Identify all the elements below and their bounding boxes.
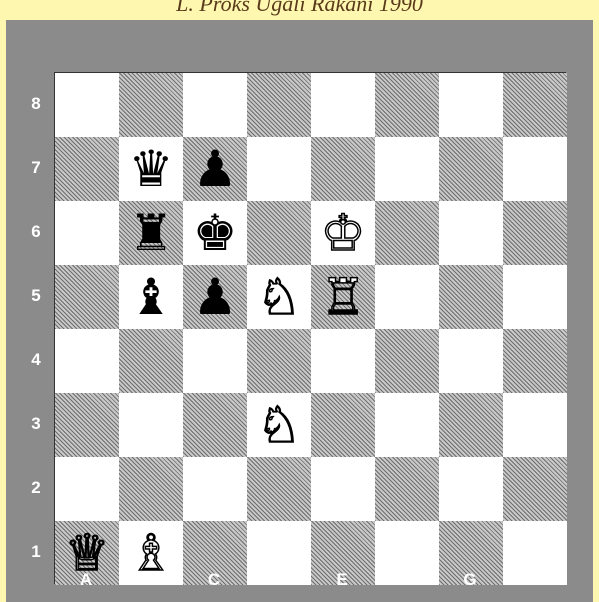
square-d3[interactable]: ♘ [247,393,311,457]
square-f6[interactable] [375,201,439,265]
square-a6[interactable] [55,201,119,265]
black-bishop-icon[interactable]: ♝ [119,265,183,329]
square-f8[interactable] [375,73,439,137]
rank-label-2: 2 [26,478,46,498]
square-b5[interactable]: ♝ [119,265,183,329]
square-b6[interactable]: ♜ [119,201,183,265]
square-h7[interactable] [503,137,567,201]
square-h5[interactable] [503,265,567,329]
black-queen-icon[interactable]: ♛ [119,137,183,201]
square-f4[interactable] [375,329,439,393]
square-e7[interactable] [311,137,375,201]
square-g3[interactable] [439,393,503,457]
file-label-b: B [118,570,182,590]
square-c6[interactable]: ♚ [183,201,247,265]
white-king-icon[interactable]: ♔ [311,201,375,265]
square-h8[interactable] [503,73,567,137]
square-f7[interactable] [375,137,439,201]
caption-text: L. Prokš Ugali Rakani 1990 [0,0,599,17]
square-d7[interactable] [247,137,311,201]
square-e5[interactable]: ♖ [311,265,375,329]
square-e4[interactable] [311,329,375,393]
square-f3[interactable] [375,393,439,457]
square-g2[interactable] [439,457,503,521]
rank-label-6: 6 [26,222,46,242]
square-a2[interactable] [55,457,119,521]
rank-label-8: 8 [26,94,46,114]
square-a3[interactable] [55,393,119,457]
square-e6[interactable]: ♔ [311,201,375,265]
square-d2[interactable] [247,457,311,521]
square-h4[interactable] [503,329,567,393]
square-g4[interactable] [439,329,503,393]
square-b8[interactable] [119,73,183,137]
square-f2[interactable] [375,457,439,521]
square-c8[interactable] [183,73,247,137]
square-b2[interactable] [119,457,183,521]
square-e2[interactable] [311,457,375,521]
square-g7[interactable] [439,137,503,201]
square-a7[interactable] [55,137,119,201]
black-pawn-icon[interactable]: ♟ [183,137,247,201]
square-h6[interactable] [503,201,567,265]
black-king-icon[interactable]: ♚ [183,201,247,265]
square-d6[interactable] [247,201,311,265]
chessboard: ♛♟♜♚♔♝♟♘♖♘♕♗ [54,72,566,584]
rank-label-7: 7 [26,158,46,178]
right-border [593,20,599,602]
square-c4[interactable] [183,329,247,393]
square-f5[interactable] [375,265,439,329]
black-rook-icon[interactable]: ♜ [119,201,183,265]
file-label-g: G [438,570,502,590]
rank-label-4: 4 [26,350,46,370]
file-label-e: E [310,570,374,590]
square-d4[interactable] [247,329,311,393]
diagram-caption: L. Prokš Ugali Rakani 1990 [0,0,599,20]
rank-label-3: 3 [26,414,46,434]
square-h3[interactable] [503,393,567,457]
file-label-f: F [374,570,438,590]
square-c5[interactable]: ♟ [183,265,247,329]
square-a8[interactable] [55,73,119,137]
square-b4[interactable] [119,329,183,393]
square-g5[interactable] [439,265,503,329]
square-b7[interactable]: ♛ [119,137,183,201]
square-a4[interactable] [55,329,119,393]
square-g6[interactable] [439,201,503,265]
black-pawn-icon[interactable]: ♟ [183,265,247,329]
square-c2[interactable] [183,457,247,521]
rank-label-1: 1 [26,542,46,562]
white-knight-icon[interactable]: ♘ [247,393,311,457]
square-e3[interactable] [311,393,375,457]
square-c7[interactable]: ♟ [183,137,247,201]
square-b3[interactable] [119,393,183,457]
white-rook-icon[interactable]: ♖ [311,265,375,329]
square-a5[interactable] [55,265,119,329]
square-c3[interactable] [183,393,247,457]
square-e8[interactable] [311,73,375,137]
rank-label-5: 5 [26,286,46,306]
file-label-d: D [246,570,310,590]
square-d5[interactable]: ♘ [247,265,311,329]
file-label-a: A [54,570,118,590]
file-label-h: H [502,570,566,590]
white-knight-icon[interactable]: ♘ [247,265,311,329]
file-label-c: C [182,570,246,590]
square-g8[interactable] [439,73,503,137]
square-h2[interactable] [503,457,567,521]
square-d8[interactable] [247,73,311,137]
